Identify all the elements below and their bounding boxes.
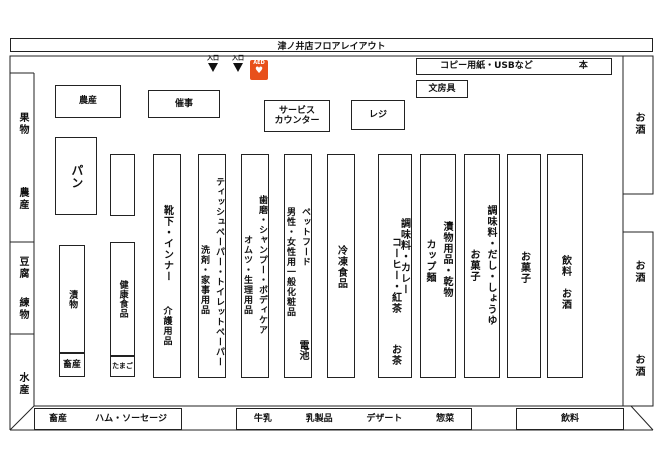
eggs-shelf: たまご xyxy=(110,356,135,377)
aisle-sweets: お菓子 xyxy=(507,154,541,378)
bottom-livestock-ham: 畜産ハム・ソーセージ xyxy=(34,408,182,430)
wall-produce: 農産 xyxy=(17,187,28,211)
wall-seafood: 水産 xyxy=(17,372,28,396)
wall-sake-3: お酒 xyxy=(633,354,644,378)
wall-fruit: 果物 xyxy=(17,112,28,136)
aisle-drinks-sake: 飲料 お酒 xyxy=(547,154,583,378)
wall-sake-1: お酒 xyxy=(633,112,644,136)
bread-shelf: パン xyxy=(55,137,97,215)
aisle-seasoning-sweets: 調味料・だし・しょうゆ お菓子 xyxy=(464,154,500,378)
aisle-coffee-tea: コーヒー・紅茶 お茶 xyxy=(378,154,412,378)
wall-sake-2: お酒 xyxy=(633,260,644,284)
empty-shelf xyxy=(110,154,135,216)
aisle-frozen: 冷凍食品 xyxy=(327,154,355,378)
health-food-shelf: 健康食品 xyxy=(110,242,135,356)
floor-layout-title: 津ノ井店フロアレイアウト xyxy=(10,38,653,52)
battery-label: 電池 xyxy=(297,340,308,360)
produce-area: 農産 xyxy=(55,85,121,118)
aisle-tissue-detergent: ティッシュペーパー・トイレットペーパー 洗剤・家事用品 xyxy=(198,154,226,378)
wall-tofu: 豆腐 xyxy=(17,256,28,280)
aisle-pet-cosmetics: ペットフード 男性・女性用一般化粧品 xyxy=(284,154,312,378)
copy-usb-books-shelf: コピー用紙・USBなど本 xyxy=(416,58,612,75)
aed-icon: AED♥ xyxy=(250,60,268,80)
entrance-arrow-icon xyxy=(233,63,243,72)
events-area: 催事 xyxy=(148,90,220,118)
aisle-pickled-dried: 漬物用品・乾物 カップ麺 xyxy=(420,154,456,378)
bottom-drinks: 飲料 xyxy=(516,408,624,430)
stationery-shelf: 文房具 xyxy=(416,80,468,98)
seasoning-curry-side: 調味料・カレー xyxy=(398,218,410,295)
entrance-arrow-icon xyxy=(208,63,218,72)
pickles-shelf: 漬物 xyxy=(59,245,85,353)
entrance-2: 入口 xyxy=(231,56,245,72)
service-counter: サービス カウンター xyxy=(264,100,330,132)
livestock-small: 畜産 xyxy=(59,353,85,377)
bottom-dairy-deli: 牛乳 乳製品 デザート 惣菜 xyxy=(236,408,472,430)
register: レジ xyxy=(351,100,405,130)
wall-nerimono: 練物 xyxy=(17,297,28,321)
entrance-1: 入口 xyxy=(206,56,220,72)
aisle-toiletries: 歯磨・シャンプー・ボディケア オムツ・生理用品 xyxy=(241,154,269,378)
aisle-socks-nursing: 靴下・インナー 介護用品 xyxy=(153,154,181,378)
